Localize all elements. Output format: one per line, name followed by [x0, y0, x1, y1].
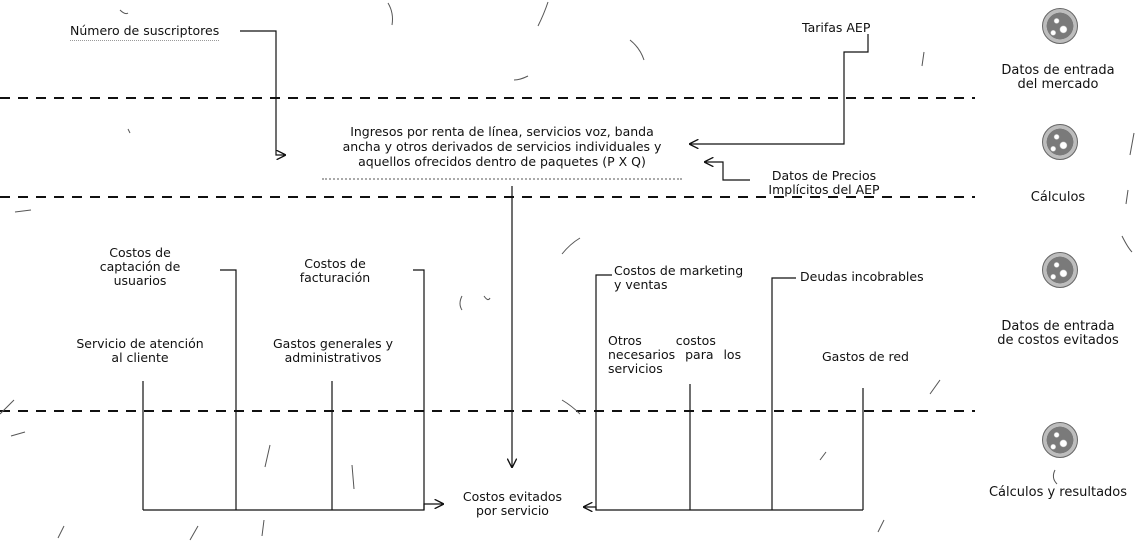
label-ingresos: Ingresos por renta de línea, servicios v…	[322, 124, 682, 169]
ingresos-line-2: ancha y otros derivados de servicios ind…	[342, 139, 662, 154]
bracket-facturacion	[413, 269, 425, 510]
label-tarifas-aep: Tarifas AEP	[802, 20, 871, 35]
label-deudas-incobrables: Deudas incobrables	[800, 269, 924, 284]
otros-line-2: necesarios para los	[608, 347, 742, 362]
scan-artifacts	[0, 1, 1135, 541]
label-gastos-generales: Gastos generales y administrativos	[248, 337, 418, 365]
arrow-suscriptores-ingresos	[240, 30, 285, 155]
arrow-right-group-evitados	[584, 507, 863, 510]
label-costos-captacion: Costos de captación de usuarios	[60, 246, 220, 288]
arrow-left-group-evitados	[143, 504, 443, 511]
otros-line-1-text: Otros costos	[608, 333, 716, 348]
evitados-line-1: Costos evitados	[462, 489, 563, 504]
label-costos-marketing: Costos de marketing y ventas	[614, 264, 743, 292]
label-numero-suscriptores: Número de suscriptores	[70, 24, 220, 41]
captacion-line-3: usuarios	[113, 273, 167, 288]
precios-line-2: Implícitos del AEP	[768, 182, 880, 197]
globe-icon	[1042, 124, 1078, 160]
phase-1-line-1: Datos de entrada	[1001, 63, 1115, 78]
label-servicio-atencion: Servicio de atención al cliente	[55, 337, 225, 365]
gastos-generales-line-2: administrativos	[284, 350, 382, 365]
globe-icon	[1042, 252, 1078, 288]
phase-label-datos-mercado: Datos de entrada del mercado	[973, 64, 1143, 92]
gastos-generales-line-1: Gastos generales y	[273, 336, 393, 351]
atencion-line-2: al cliente	[111, 350, 169, 365]
facturacion-line-2: facturación	[299, 270, 371, 285]
globe-icon	[1042, 422, 1078, 458]
evitados-line-2: por servicio	[476, 503, 549, 518]
phase-separators	[0, 97, 975, 412]
bracket-deudas	[771, 277, 796, 510]
label-gastos-red: Gastos de red	[822, 349, 909, 364]
bracket-marketing	[595, 274, 612, 510]
arrow-tarifas-ingresos	[690, 34, 869, 144]
captacion-line-1: Costos de	[109, 245, 171, 260]
marketing-line-1: Costos de marketing	[614, 263, 744, 278]
otros-line-1: Otros costos	[608, 334, 753, 348]
scan-noise	[322, 170, 682, 180]
phase-3-line-2: de costos evitados	[997, 333, 1119, 348]
bracket-captacion	[220, 269, 237, 510]
otros-line-3: servicios	[608, 361, 663, 376]
phase-3-line-1: Datos de entrada	[1001, 319, 1115, 334]
globe-icon	[1042, 8, 1078, 44]
label-costos-evitados: Costos evitados por servicio	[440, 490, 585, 518]
label-costos-facturacion: Costos de facturación	[260, 257, 410, 285]
phase-label-datos-costos: Datos de entrada de costos evitados	[973, 320, 1143, 348]
atencion-line-1: Servicio de atención	[76, 336, 204, 351]
arrow-precios-ingresos	[705, 162, 750, 181]
ingresos-line-3: aquellos ofrecidos dentro de paquetes (P…	[358, 154, 646, 169]
captacion-line-2: captación de	[99, 259, 181, 274]
marketing-line-2: y ventas	[614, 277, 668, 292]
facturacion-line-1: Costos de	[304, 256, 366, 271]
phase-1-line-2: del mercado	[1017, 77, 1099, 92]
phase-label-calculos: Cálculos	[1030, 190, 1086, 205]
label-datos-precios: Datos de Precios Implícitos del AEP	[754, 169, 894, 197]
ingresos-line-1: Ingresos por renta de línea, servicios v…	[350, 124, 654, 139]
phase-label-calculos-resultados: Cálculos y resultados	[988, 485, 1128, 500]
label-otros-costos: Otros costos necesarios para los servici…	[608, 334, 768, 376]
precios-line-1: Datos de Precios	[771, 168, 877, 183]
